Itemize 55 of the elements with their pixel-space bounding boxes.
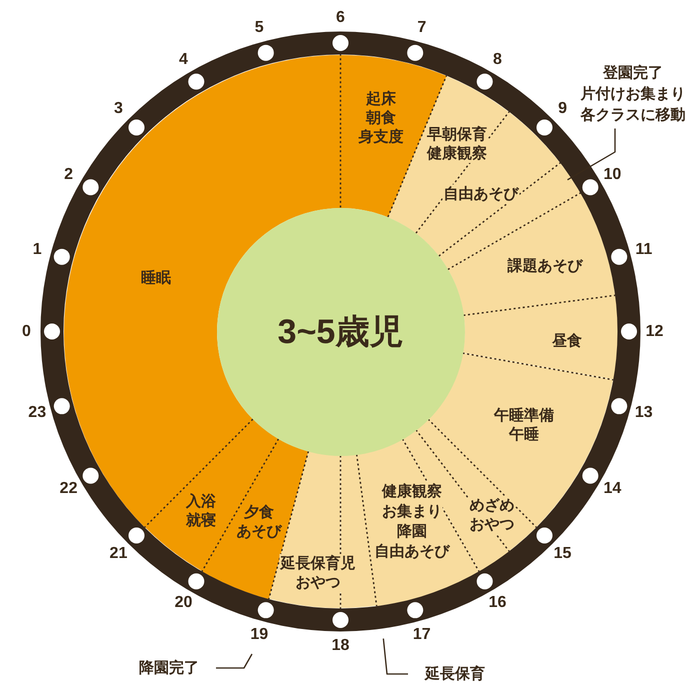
hour-number: 18 — [330, 636, 350, 654]
activity-label: 午睡 — [508, 424, 540, 444]
activity-label: 朝食 — [365, 108, 397, 128]
hour-number: 22 — [58, 480, 78, 498]
callout-text: 延長保育 — [424, 664, 486, 684]
callout-text: 各クラスに移動 — [580, 106, 686, 126]
hour-number: 8 — [492, 50, 503, 69]
activity-label: あそび — [236, 522, 282, 541]
callout-text: 片付けお集まり — [580, 84, 686, 104]
activity-label: おやつ — [294, 572, 342, 592]
hour-number: 5 — [254, 19, 265, 38]
activity-label: 起床 — [365, 90, 397, 108]
hour-number: 0 — [21, 322, 32, 340]
hour-number: 1 — [32, 241, 43, 260]
activity-label: 夕食 — [243, 502, 275, 522]
hour-number: 2 — [63, 166, 74, 184]
activity-label: お集まり — [380, 502, 443, 522]
hour-number: 3 — [113, 100, 124, 118]
activity-label: 就寝 — [184, 510, 217, 530]
hour-number: 15 — [552, 544, 572, 563]
callout-text: 降園完了 — [138, 658, 200, 678]
hour-number: 17 — [412, 626, 432, 644]
hour-number: 6 — [335, 8, 346, 26]
activity-label: 自由あそび — [373, 542, 450, 562]
activity-label: 課題あそび — [506, 256, 584, 276]
leader-line — [216, 654, 253, 669]
hour-number: 19 — [249, 626, 270, 644]
activity-label: 午睡準備 — [492, 406, 555, 425]
center-title: 3~5歳児 — [276, 312, 404, 352]
hour-number: 12 — [644, 322, 664, 340]
hour-number: 11 — [634, 241, 654, 260]
activity-label: 昼食 — [550, 331, 583, 350]
hour-number: 7 — [416, 19, 428, 38]
hour-number: 13 — [634, 404, 654, 422]
hour-number: 23 — [27, 404, 48, 422]
activity-label: おやつ — [468, 514, 516, 534]
hour-number: 16 — [488, 594, 508, 612]
callout-text: 登園完了 — [602, 64, 664, 84]
hour-number: 21 — [108, 544, 128, 563]
activity-label: 健康観察 — [426, 144, 488, 163]
activity-label: 身支度 — [358, 128, 404, 146]
leader-line — [382, 638, 408, 675]
activity-label: 睡眠 — [140, 268, 172, 288]
leader-line — [567, 128, 616, 180]
activity-label: 延長保育児 — [279, 554, 356, 573]
hour-number: 14 — [602, 480, 622, 498]
hour-number: 10 — [602, 166, 622, 184]
activity-label: 入浴 — [184, 492, 217, 511]
activity-label: 自由あそび — [442, 184, 520, 204]
activity-label: 健康観察 — [380, 482, 443, 502]
hour-number: 9 — [557, 100, 568, 118]
hour-number: 20 — [174, 594, 194, 612]
activity-label: めざめ — [468, 496, 516, 515]
activity-label: 早朝保育 — [426, 124, 488, 144]
hour-number: 4 — [178, 50, 189, 69]
